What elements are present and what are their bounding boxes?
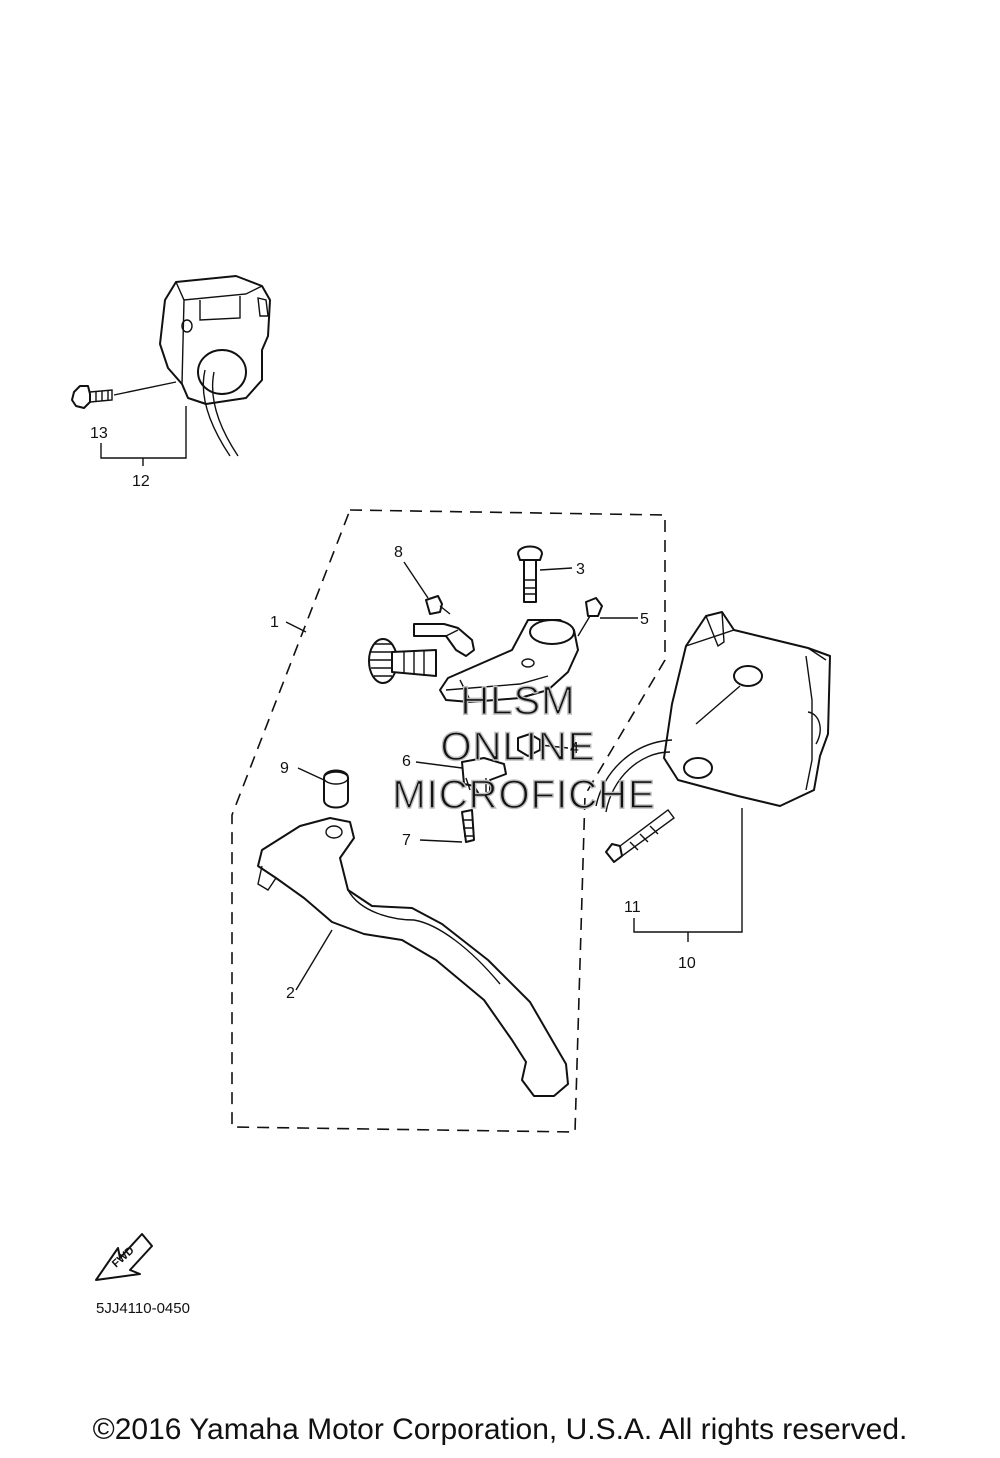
drawing-code: 5JJ4110-0450 <box>96 1300 190 1317</box>
bracket-10-11 <box>633 808 743 942</box>
screw-13 <box>71 381 177 409</box>
part-label-1: 1 <box>270 614 279 631</box>
part-label-13: 13 <box>90 425 108 442</box>
part-label-2: 2 <box>286 985 295 1002</box>
screw-8 <box>403 561 451 615</box>
part-label-9: 9 <box>280 760 289 777</box>
brake-lever <box>257 817 569 1097</box>
part-label-8: 8 <box>394 544 403 561</box>
part-label-5: 5 <box>640 611 649 628</box>
part-label-3: 3 <box>576 561 585 578</box>
fwd-arrow-icon: FWD <box>95 1233 153 1281</box>
screw-5 <box>577 597 638 637</box>
part-label-10: 10 <box>678 955 696 972</box>
collar-9 <box>297 767 349 809</box>
watermark-line-3: MICROFICHE <box>392 773 655 817</box>
part-label-4: 4 <box>570 740 579 757</box>
cable-clip <box>413 623 475 657</box>
bolt-3 <box>517 545 573 603</box>
watermark-line-1: HLSM <box>460 679 575 723</box>
nut-4 <box>517 733 569 757</box>
handlebar-switch-right <box>595 611 831 813</box>
part-label-7: 7 <box>402 832 411 849</box>
screw-11 <box>605 809 675 863</box>
part-label-12: 12 <box>132 473 150 490</box>
part-label-6: 6 <box>402 753 411 770</box>
lever-holder <box>439 619 579 703</box>
part-label-11: 11 <box>624 899 641 916</box>
adjuster-dial <box>368 638 437 684</box>
switch-6 <box>415 757 507 797</box>
leader-1 <box>285 621 307 633</box>
watermark-line-2: ONLINE <box>441 725 596 769</box>
handlebar-switch-left <box>159 275 271 457</box>
assembly-boundary <box>231 509 666 1133</box>
copyright-notice: ©2016 Yamaha Motor Corporation, U.S.A. A… <box>92 1413 908 1446</box>
bracket-12-13 <box>100 406 187 466</box>
screw-7 <box>419 809 475 843</box>
